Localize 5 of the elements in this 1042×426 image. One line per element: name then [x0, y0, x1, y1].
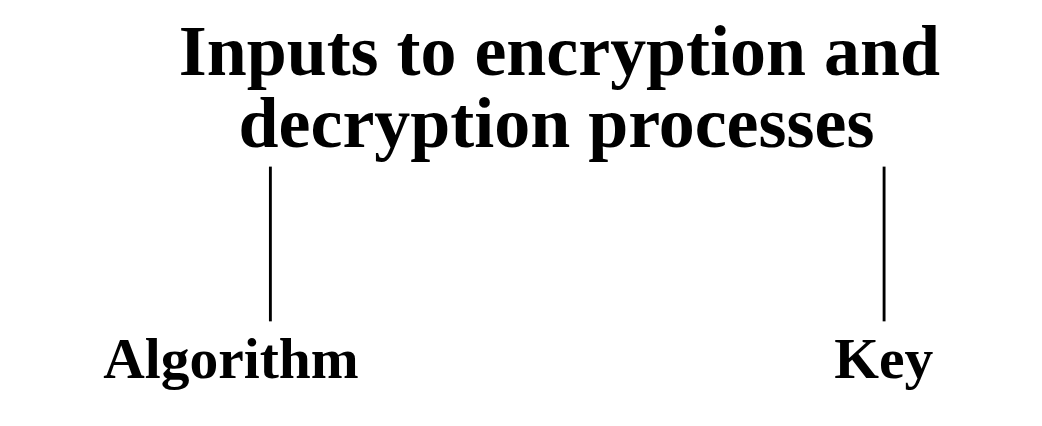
connector: [882, 166, 886, 322]
node-text: Algorithm: [102, 326, 359, 390]
node-text: Key: [833, 326, 933, 390]
node-text: Inputs to encryption and decryption processes: [178, 11, 940, 164]
connector: [268, 166, 272, 322]
